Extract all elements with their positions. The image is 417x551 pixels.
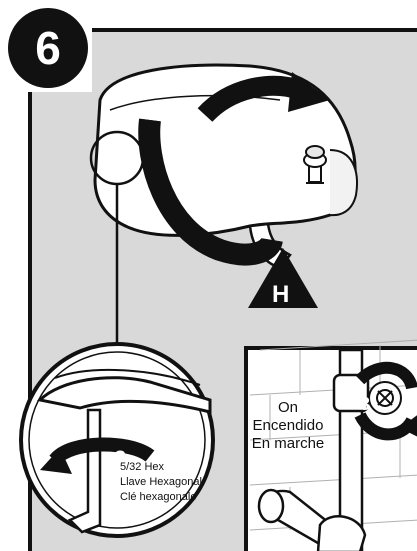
- h-marker-label: H: [272, 281, 289, 308]
- hex-key-label-line1: 5/32 Hex: [120, 461, 165, 473]
- hex-key-detail: [21, 344, 213, 536]
- on-label-line2: Encendido: [253, 417, 324, 434]
- hex-key-label-line3: Clé hexagonale: [120, 491, 196, 503]
- arrow-3-label: 3: [360, 394, 370, 414]
- hex-key-label-line2: Llave Hexagonal: [120, 476, 202, 488]
- on-label-line3: En marche: [252, 435, 325, 452]
- on-label-line1: On: [278, 399, 298, 416]
- step-number: 6: [35, 22, 61, 74]
